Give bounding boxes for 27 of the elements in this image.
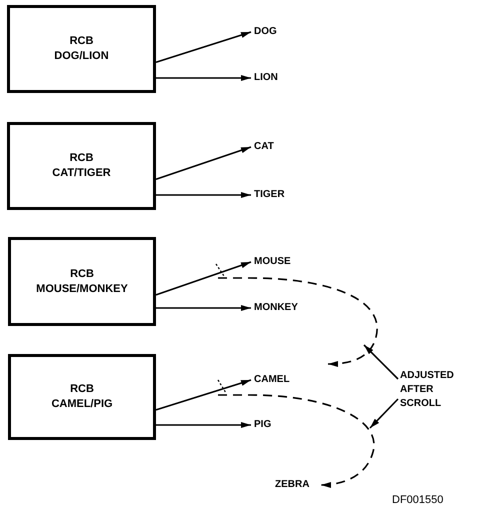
note-text: ADJUSTED AFTER SCROLL [400, 369, 476, 411]
process-box: RCB MOUSE/MONKEY [8, 237, 156, 326]
output-label: DOG [254, 25, 288, 39]
process-box: RCB DOG/LION [7, 5, 156, 93]
figure-id: DF001550 [392, 493, 444, 507]
output-label: PIG [254, 418, 280, 432]
arrow [363, 344, 399, 380]
arrow [156, 146, 252, 180]
arrow [156, 305, 251, 311]
process-box: RCB CAT/TIGER [7, 122, 156, 210]
arrow [156, 75, 251, 81]
dashed-arrow [218, 394, 375, 488]
output-label: TIGER [254, 188, 296, 202]
arrow [156, 31, 252, 63]
output-label: MONKEY [254, 301, 308, 315]
arrow [156, 192, 251, 198]
output-label: ZEBRA [275, 478, 319, 492]
dashed-arrow [218, 277, 378, 367]
output-label: LION [254, 71, 288, 85]
process-box: RCB CAMEL/PIG [8, 354, 156, 440]
output-label: CAMEL [254, 373, 298, 387]
arrow [156, 422, 251, 428]
arrow [156, 261, 252, 296]
arrow [156, 379, 252, 411]
arrow [369, 398, 399, 429]
output-label: MOUSE [254, 255, 302, 269]
output-label: CAT [254, 140, 284, 154]
